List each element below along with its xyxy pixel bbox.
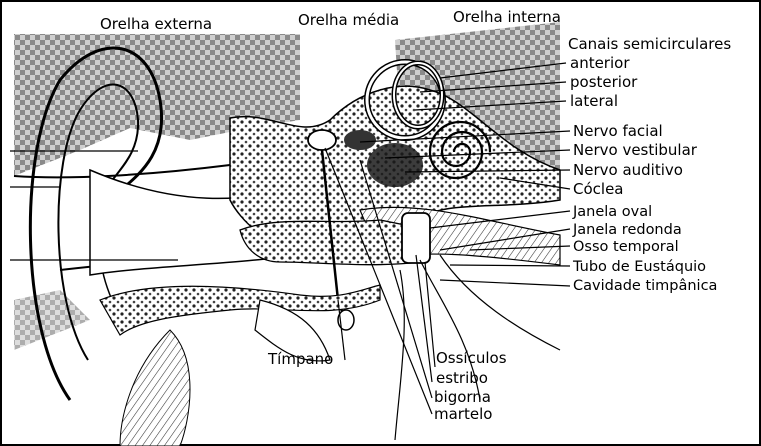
label-ossicles: Ossículos <box>436 349 507 367</box>
label-stapes: estribo <box>436 369 488 387</box>
label-tympanic-cavity: Cavidade timpânica <box>573 278 717 294</box>
label-cochlea: Cóclea <box>573 180 624 198</box>
label-malleus: martelo <box>434 405 492 423</box>
label-facial-nerve: Nervo facial <box>573 122 663 140</box>
region-inner-ear-label: Orelha interna <box>453 8 561 26</box>
region-middle-ear-label: Orelha média <box>298 11 399 29</box>
label-temporal-bone: Osso temporal <box>573 239 679 255</box>
label-vestibular-nerve: Nervo vestibular <box>573 141 698 159</box>
label-oval-window: Janela oval <box>572 204 652 220</box>
label-eardrum: Tímpano <box>267 350 333 368</box>
label-auditory-nerve: Nervo auditivo <box>573 161 683 179</box>
region-outer-ear-label: Orelha externa <box>100 15 212 33</box>
semicircular-canals-heading: Canais semicirculares <box>568 35 731 53</box>
label-incus: bigorna <box>434 388 491 406</box>
label-round-window: Janela redonda <box>572 222 682 238</box>
label-eustachian-tube: Tubo de Eustáquio <box>572 259 706 275</box>
label-lateral: lateral <box>570 92 618 110</box>
label-posterior: posterior <box>570 73 638 91</box>
label-anterior: anterior <box>570 54 630 72</box>
